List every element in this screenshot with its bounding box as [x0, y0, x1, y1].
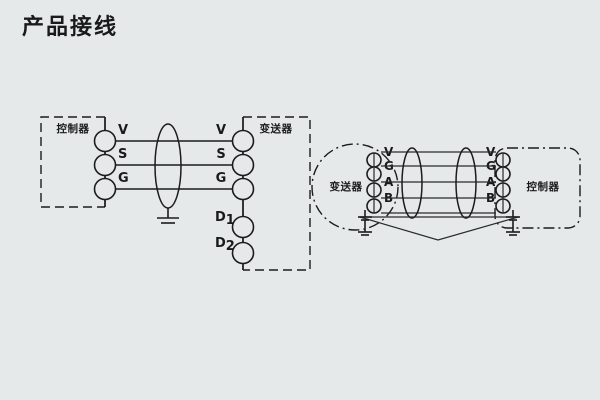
terminal-right-g-label: G: [216, 171, 227, 186]
terminal-right-d2-subscript: 2: [226, 239, 235, 254]
transmitter-label-analog: 变送器: [260, 122, 293, 135]
controller-box-rs485: [494, 147, 581, 229]
terminal-right-d1[interactable]: [231, 215, 255, 239]
shield-drain-v-rs485: [359, 216, 519, 241]
ground-symbol-rs485-right-lower: [506, 220, 520, 236]
terminal-left-v-label: V: [118, 123, 128, 138]
terminal-left-s-label: S: [118, 147, 127, 162]
transmitter-circle-rs485: [311, 143, 399, 231]
terminal-right-v-label: V: [216, 123, 226, 138]
ground-symbol-rs485-left-lower: [358, 220, 372, 236]
terminal-right-d1-subscript: 1: [226, 213, 235, 228]
terminal-right-d2-label: D2: [215, 236, 235, 254]
transmitter-box-analog: [243, 116, 311, 271]
terminal-right-d2[interactable]: [231, 241, 255, 265]
shield-ellipse-rs485-left: [401, 147, 423, 219]
controller-label-rs485: 控制器: [527, 180, 560, 193]
controller-box-analog: [40, 116, 105, 208]
terminal-right-s-label: S: [216, 147, 225, 162]
transmitter-label-rs485: 变送器: [330, 180, 363, 193]
terminal-right-d1-label: D1: [215, 210, 235, 228]
terminal-left-g-label: G: [118, 171, 129, 186]
page-title: 产品接线: [22, 15, 119, 40]
controller-label-analog: 控制器: [57, 122, 90, 135]
ground-symbol-analog: [157, 208, 179, 224]
shield-ellipse-rs485-right: [455, 147, 477, 219]
